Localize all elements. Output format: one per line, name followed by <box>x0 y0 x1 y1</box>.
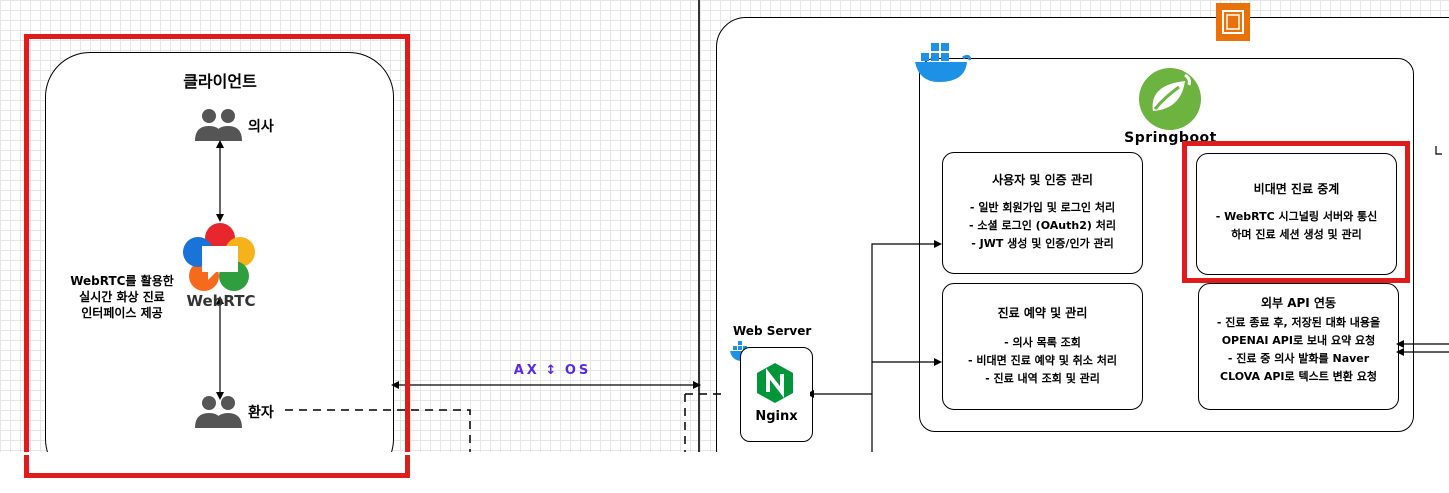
webrtc-desc-3: 인터페이스 제공 <box>81 306 163 320</box>
patient-people-icon <box>194 394 244 430</box>
spring-docker-icon <box>913 40 972 84</box>
nginx-to-spring-arrows <box>810 240 942 452</box>
client-highlight-frame <box>24 34 410 478</box>
auth-box-title: 사용자 및 인증 관리 <box>992 173 1093 187</box>
aws-ec2-icon <box>1216 3 1250 41</box>
auth-management-box: 사용자 및 인증 관리 - 일반 회원가입 및 로그인 처리 - 소셜 로그인 … <box>942 152 1143 274</box>
relay-box-line-2: 하며 진료 세션 생성 및 관리 <box>1231 228 1362 241</box>
right-edge-arrows <box>1396 146 1449 356</box>
external-api-box-line-3: - 진료 중 의사 발화를 Naver <box>1227 352 1370 365</box>
external-api-box-line-2: OPENAI API로 보내 요약 요청 <box>1221 334 1376 347</box>
doctor-label: 의사 <box>248 119 274 135</box>
client-arrows <box>216 140 224 400</box>
relay-box-title: 비대면 진료 중계 <box>1253 182 1340 196</box>
telemedicine-relay-box: 비대면 진료 중계 - WebRTC 시그널링 서버와 통신 하며 진료 세션 … <box>1196 153 1397 275</box>
axios-arrow <box>391 381 701 389</box>
appointment-box: 진료 예약 및 관리 - 의사 목록 조회 - 비대면 진료 예약 및 취소 처… <box>942 283 1143 410</box>
webrtc-desc-2: 실시간 화상 진료 <box>79 290 165 304</box>
axios-logo-text: AX ↕ OS <box>513 363 592 378</box>
webrtc-desc-1: WebRTC를 활용한 <box>70 274 174 288</box>
nginx-label: Nginx <box>755 409 798 424</box>
doctor-people-icon <box>194 107 244 143</box>
external-api-box: 외부 API 연동 - 진료 종료 후, 저장된 대화 내용을 OPENAI A… <box>1198 283 1399 410</box>
appointment-box-title: 진료 예약 및 관리 <box>997 306 1088 320</box>
webrtc-logo <box>182 222 258 294</box>
appointment-box-line-2: - 비대면 진료 예약 및 취소 처리 <box>968 354 1117 367</box>
auth-box-line-1: - 일반 회원가입 및 로그인 처리 <box>969 201 1116 214</box>
spring-logo <box>1135 67 1205 131</box>
auth-box-line-3: - JWT 생성 및 인증/인가 관리 <box>971 237 1114 250</box>
external-api-box-line-1: - 진료 종료 후, 저장된 대화 내용을 <box>1216 316 1381 329</box>
patient-label: 환자 <box>248 405 274 421</box>
appointment-box-line-3: - 진료 내역 조회 및 관리 <box>985 372 1100 385</box>
bottom-crop-strip <box>0 452 1449 493</box>
client-title: 클라이언트 <box>183 72 257 91</box>
nginx-logo <box>756 362 794 404</box>
external-api-box-line-4: CLOVA API로 텍스트 변환 요청 <box>1220 370 1377 383</box>
relay-highlight-frame <box>1182 141 1410 283</box>
divider-line <box>698 0 700 452</box>
client-highlight-frame-bottom <box>24 455 410 478</box>
webrtc-logo-text: WebRTC <box>186 292 256 310</box>
appointment-box-line-1: - 의사 목록 조회 <box>1004 336 1081 349</box>
auth-box-line-2: - 소셜 로그인 (OAuth2) 처리 <box>969 219 1116 232</box>
external-api-box-title: 외부 API 연동 <box>1260 296 1337 310</box>
relay-box-line-1: - WebRTC 시그널링 서버와 통신 <box>1215 210 1378 223</box>
web-server-title: Web Server <box>733 324 812 338</box>
dashed-connectors <box>285 393 723 452</box>
